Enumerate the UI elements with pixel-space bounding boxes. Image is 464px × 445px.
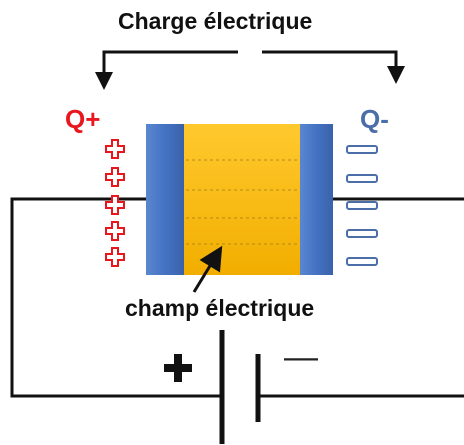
plus-outline-icon xyxy=(105,167,125,187)
circuit-wire xyxy=(10,197,464,398)
positive-charges xyxy=(105,139,125,267)
plus-outline-icon xyxy=(105,139,125,159)
q-minus-label: Q- xyxy=(360,104,389,134)
minus-outline-icon xyxy=(346,229,378,238)
charge-electrique-label: Charge électrique xyxy=(118,8,313,34)
charge-bracket xyxy=(102,50,398,80)
minus-outline-icon xyxy=(346,201,378,210)
battery-plus-icon xyxy=(164,354,192,382)
battery-minus-label: — xyxy=(284,338,318,376)
arrow-down-right-icon xyxy=(387,66,405,84)
minus-outline-icon xyxy=(346,257,378,266)
dielectric xyxy=(184,124,300,275)
minus-outline-icon xyxy=(346,174,378,183)
negative-charges xyxy=(346,145,378,266)
plus-outline-icon xyxy=(105,221,125,241)
champ-electrique-label: champ électrique xyxy=(125,295,315,321)
capacitor xyxy=(146,124,333,275)
battery-symbol xyxy=(219,330,261,444)
field-arrow xyxy=(192,245,223,293)
arrow-down-left-icon xyxy=(95,72,113,90)
left-plate xyxy=(146,124,184,275)
right-plate xyxy=(300,124,333,275)
minus-outline-icon xyxy=(346,145,378,154)
plus-outline-icon xyxy=(105,247,125,267)
field-lines xyxy=(186,159,298,245)
q-plus-label: Q+ xyxy=(65,104,101,134)
plus-outline-icon xyxy=(105,195,125,215)
